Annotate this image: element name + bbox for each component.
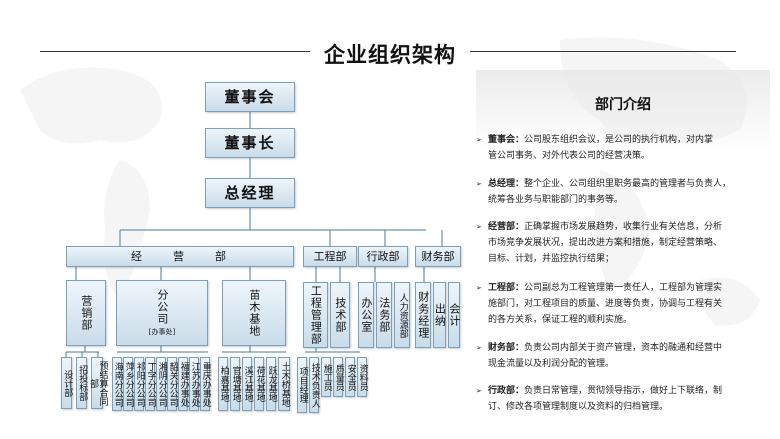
unit-cashier-label: 出纳 <box>433 303 447 327</box>
leaf-branch: 海南分公司 <box>112 357 123 411</box>
org-chart: 董事会 董事长 总经理 经 营 部 工程部 行政部 财务部 营销部 分公司 [办事… <box>60 70 461 439</box>
leaf-bidding: 招投标部 <box>76 357 87 409</box>
leaf-branch: 韶关分公司 <box>167 357 178 411</box>
dept-item: ➢经营部：正确掌握市场发展趋势，收集行业有关信息，分析 市场竞争发展状况，提出改… <box>476 219 756 267</box>
leaf-base: 溪江基地 <box>242 357 253 411</box>
group-engineering: 工程部 <box>303 246 357 267</box>
connector-lines <box>65 112 443 357</box>
unit-legal: 法务部 <box>376 282 392 348</box>
leaf-engineering-staff: 项目经理 <box>297 357 308 413</box>
unit-marketing: 营销部 <box>66 280 106 346</box>
leaf-branch: 萍乡分公司 <box>123 357 134 411</box>
unit-accountant-label: 会计 <box>447 303 461 327</box>
dept-item: ➢工程部：公司副总为工程管理第一责任人，工程部为管理实 施部门，对工程项目的质量… <box>476 280 756 328</box>
arrow-icon: ➢ <box>476 136 482 144</box>
group-operations: 经 营 部 <box>66 246 294 267</box>
panel-background <box>476 70 770 439</box>
node-general-manager: 总经理 <box>205 178 295 208</box>
leaf-design: 设计部 <box>61 357 72 409</box>
unit-office-label: 办公室 <box>359 297 373 333</box>
group-finance: 财务部 <box>415 246 461 267</box>
leaf-branch: 重庆办事处 <box>200 357 211 411</box>
leaf-branch: 江苏办事处 <box>189 357 200 411</box>
unit-legal-label: 法务部 <box>377 297 391 333</box>
node-board: 董事会 <box>205 82 295 112</box>
leaf-base: 官塘基地 <box>230 357 241 411</box>
leaf-base: 土木桥基地 <box>278 357 290 411</box>
unit-branches: 分公司 [办事处] <box>116 280 208 346</box>
leaf-base: 荷花基地 <box>254 357 265 411</box>
unit-tech: 技术部 <box>330 282 350 348</box>
arrow-icon: ➢ <box>476 180 482 188</box>
unit-nursery-label: 苗木基地 <box>247 289 261 337</box>
unit-marketing-label: 营销部 <box>79 295 93 331</box>
dept-item: ➢总经理：整个企业、公司组织里职务最高的管理者与负责人， 统筹各业务与职能部门的… <box>476 176 756 208</box>
page-title: 企业组织架构 <box>0 39 780 69</box>
unit-tech-label: 技术部 <box>333 297 347 333</box>
leaf-branch: 福建办事处 <box>178 357 189 411</box>
node-chairman: 董事长 <box>205 128 295 158</box>
dept-item: ➢财务部：负责公司内部关于资产管理，资本的融通和经营中 现金流量以及利润分配的管… <box>476 340 756 372</box>
unit-engineering-mgmt: 工程管理部 <box>303 282 328 348</box>
leaf-branch: 丁字分公司 <box>145 357 156 411</box>
leaf-engineering-staff: 质量员 <box>333 357 344 397</box>
unit-branches-label: 分公司 <box>155 289 169 326</box>
leaf-engineering-staff: 技术负责人 <box>309 357 320 413</box>
leaf-base: 跃龙基地 <box>266 357 277 411</box>
leaf-engineering-staff: 资料员 <box>357 357 368 397</box>
unit-cashier: 出纳 <box>433 282 446 348</box>
unit-hr-label: 人力资源部 <box>397 292 408 338</box>
arrow-icon: ➢ <box>476 387 482 395</box>
panel-title: 部门介绍 <box>595 97 651 113</box>
unit-office: 办公室 <box>358 282 374 348</box>
department-panel: 部门介绍 ➢董事会：公司股东组织会议，是公司的执行机构，对内掌 管公司事务、对外… <box>476 70 770 439</box>
leaf-branch: 祁阳分公司 <box>134 357 145 411</box>
group-admin: 行政部 <box>358 246 408 267</box>
leaf-branch: 湘阴分公司 <box>156 357 167 411</box>
unit-finance-manager: 财务经理 <box>415 282 431 348</box>
page-title-text: 企业组织架构 <box>310 43 470 67</box>
unit-nursery: 苗木基地 <box>222 280 286 346</box>
unit-engineering-mgmt-label: 工程管理部 <box>309 285 323 345</box>
leaf-engineering-staff: 安全员 <box>345 357 356 397</box>
arrow-icon: ➢ <box>476 223 482 231</box>
arrow-icon: ➢ <box>476 344 482 352</box>
unit-finance-manager-label: 财务经理 <box>416 291 430 339</box>
leaf-settlement: 预结算合同部 <box>88 357 107 409</box>
unit-accountant: 会计 <box>447 282 461 348</box>
dept-item: ➢董事会：公司股东组织会议，是公司的执行机构，对内掌 管公司事务、对外代表公司的… <box>476 132 756 164</box>
leaf-base: 柏嘉基地 <box>218 357 229 411</box>
dept-item: ➢行政部：负责日常管理，贯彻领导指示，做好上下联络，制 订、修改各项管理制度以及… <box>476 383 756 415</box>
unit-hr: 人力资源部 <box>394 282 410 348</box>
leaf-engineering-staff: 施工员 <box>321 357 332 397</box>
unit-branches-note: [办事处] <box>148 328 176 337</box>
arrow-icon: ➢ <box>476 284 482 292</box>
